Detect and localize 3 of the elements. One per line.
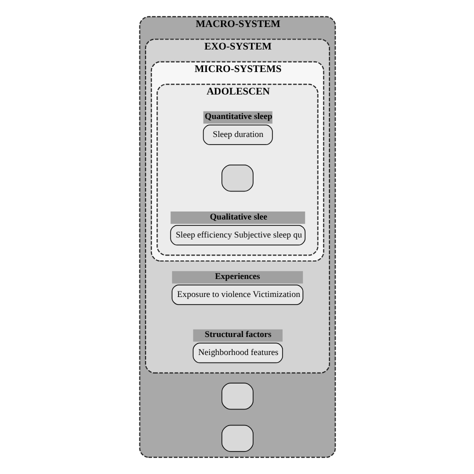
node-box xyxy=(221,382,253,410)
node-box xyxy=(221,164,253,192)
node-box xyxy=(221,424,253,452)
